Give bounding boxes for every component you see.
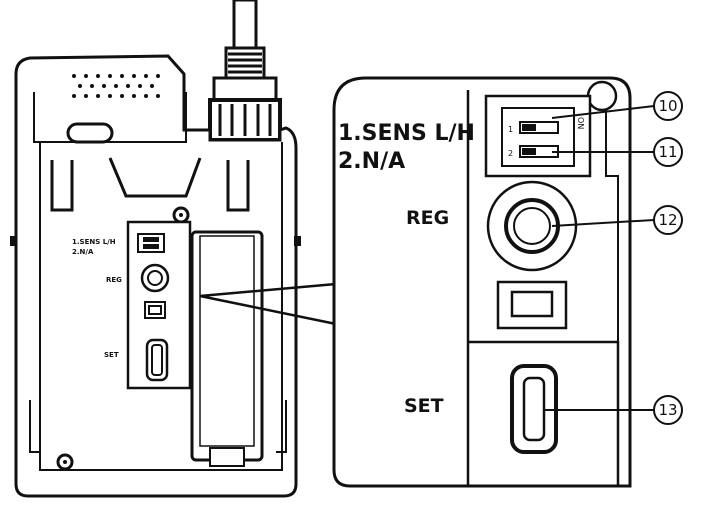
zoom-panel: 1 2 ON 1.SENS L/H 2.N/A REG SET bbox=[332, 76, 632, 488]
zoom-sens-label: 1.SENS L/H bbox=[338, 121, 475, 146]
callout-10: 10 bbox=[658, 97, 677, 115]
device-set-label: SET bbox=[104, 351, 119, 359]
callout-13: 13 bbox=[658, 401, 677, 419]
device-na-label: 2.N/A bbox=[72, 248, 94, 256]
zoom-set-label: SET bbox=[404, 395, 444, 417]
zoom-reg-label: REG bbox=[406, 207, 449, 229]
cable bbox=[208, 0, 282, 142]
speaker-grille bbox=[72, 74, 160, 98]
zoom-na-label: 2.N/A bbox=[338, 149, 405, 174]
device-sens-label: 1.SENS L/H bbox=[72, 238, 116, 246]
dip-row1-label: 1 bbox=[508, 125, 513, 134]
callout-12: 12 bbox=[658, 211, 677, 229]
zoom-leader bbox=[199, 282, 337, 326]
device-reg-label: REG bbox=[106, 276, 122, 284]
callout-11: 11 bbox=[658, 143, 677, 161]
dip-row2-label: 2 bbox=[508, 149, 513, 158]
callouts: 10 11 12 13 bbox=[544, 91, 683, 425]
device-body: 1.SENS L/H 2.N/A REG SET bbox=[10, 54, 301, 498]
dip-on-label: ON bbox=[576, 117, 585, 129]
